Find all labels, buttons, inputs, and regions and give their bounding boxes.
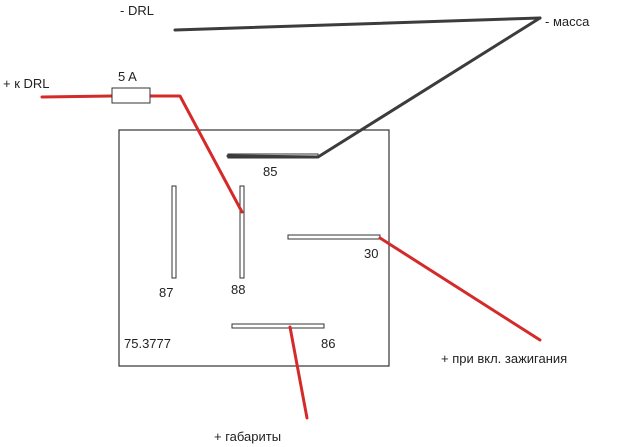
pin-label-30: 30 — [364, 246, 378, 261]
label-ignition: + при вкл. зажигания — [441, 351, 567, 366]
label-minus-drl: - DRL — [120, 3, 154, 18]
contact-86 — [231, 323, 325, 329]
pin-label-85: 85 — [263, 164, 277, 179]
pin-label-87: 87 — [159, 285, 173, 300]
fuse — [111, 87, 151, 104]
label-parking-lights: + габариты — [214, 429, 281, 444]
label-mass: - масса — [545, 14, 590, 29]
wire-drl-to-88 — [148, 94, 244, 214]
label-relay-model: 75.3777 — [124, 336, 171, 351]
pin-label-86: 86 — [321, 336, 335, 351]
wire-ground-85 — [226, 16, 542, 159]
wire-minus-drl — [173, 16, 542, 32]
wire-parking-86 — [288, 325, 309, 420]
pin-label-88: 88 — [231, 282, 245, 297]
contact-88 — [239, 185, 245, 279]
label-fuse: 5 A — [118, 69, 137, 84]
contact-30 — [287, 234, 381, 240]
contact-87 — [171, 185, 177, 279]
relay-body — [118, 129, 390, 367]
wire-ignition-30 — [378, 236, 542, 342]
label-plus-drl: + к DRL — [3, 76, 50, 91]
wire-plus-drl — [40, 94, 114, 99]
